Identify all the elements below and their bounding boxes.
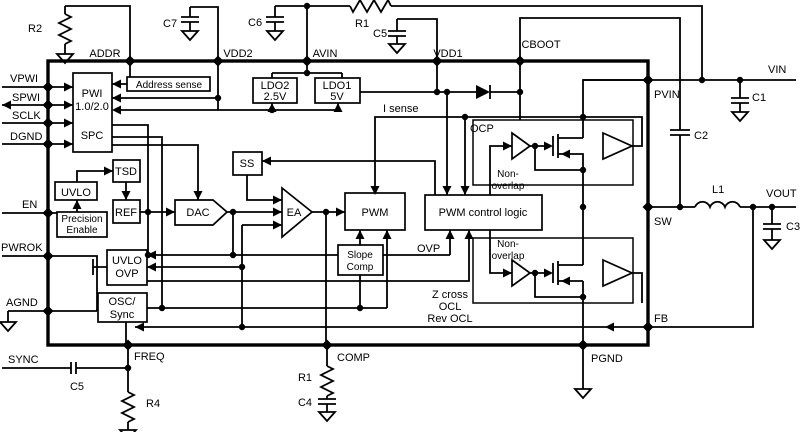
uvlo-ovp-label-1: UVLO	[112, 255, 142, 267]
uvlo-ovp-label-2: OVP	[115, 268, 138, 280]
address-sense-block	[126, 76, 211, 92]
ss-label: SS	[240, 158, 255, 170]
rail-vout-label: VOUT	[766, 188, 797, 200]
ldo1-voltage-label: 5V	[330, 91, 344, 103]
uvlo-label: UVLO	[61, 187, 91, 199]
c1-label: C1	[752, 92, 766, 104]
l1-label: L1	[712, 184, 724, 196]
pin-sclk-label: SCLK	[12, 110, 41, 122]
nonoverlap-hs-label-1: Non-	[497, 169, 519, 180]
pin-addr-label: ADDR	[89, 48, 120, 60]
pin-sw-label: SW	[654, 216, 672, 228]
highside-driver-box	[472, 119, 634, 186]
precision-enable-label-2: Enable	[66, 225, 98, 236]
rev-ocl-label: Rev OCL	[427, 313, 472, 325]
slope-comp-label-2: Comp	[347, 262, 374, 273]
ea-block	[281, 186, 314, 239]
pin-fb-label: FB	[654, 313, 668, 325]
ovp-label: OVP	[417, 243, 440, 255]
c2-label: C2	[694, 130, 708, 142]
pwm-block	[344, 192, 406, 231]
dac-label: DAC	[186, 207, 209, 219]
pwi-version-label: 1.0/2.0	[75, 101, 109, 113]
c5-top-label: C5	[373, 28, 387, 40]
ss-block	[232, 151, 263, 176]
c5-sync-label: C5	[70, 381, 84, 393]
capacitor-glyphs	[70, 16, 781, 405]
dac-block	[174, 199, 229, 226]
r4-label: R4	[146, 398, 160, 410]
inductor-glyph	[694, 200, 741, 210]
ground-symbols	[0, 27, 783, 432]
c3-label: C3	[786, 221, 800, 233]
diode-icon	[476, 85, 490, 99]
tsd-label: TSD	[115, 166, 137, 178]
ref-block	[112, 199, 141, 224]
pin-pgnd-label: PGND	[591, 353, 623, 365]
highside-senseamp-icon	[602, 131, 635, 161]
nonoverlap-hs-label-2: overlap	[492, 181, 525, 192]
spc-label: SPC	[81, 130, 104, 142]
r1-top-label: R1	[355, 18, 369, 30]
pin-freq-label: FREQ	[134, 351, 165, 363]
c7-label: C7	[163, 18, 177, 30]
nonoverlap-ls-label-2: overlap	[492, 251, 525, 262]
ref-label: REF	[115, 207, 137, 219]
r1-comp-label: R1	[298, 372, 312, 384]
osc-sync-block	[97, 292, 148, 323]
pin-avin-label: AVIN	[313, 48, 338, 60]
pwi-label: PWI	[82, 88, 103, 100]
highside-buffer-icon	[511, 131, 532, 161]
pin-comp-label: COMP	[337, 352, 370, 364]
lowside-senseamp-icon	[602, 258, 635, 288]
pin-en-label: EN	[22, 199, 37, 211]
slope-comp-label-1: Slope	[347, 250, 373, 261]
pin-pvin-label: PVIN	[654, 89, 680, 101]
lowside-driver-box	[472, 237, 634, 304]
ldo1-label: LDO1	[323, 80, 352, 92]
c6-label: C6	[248, 17, 262, 29]
lowside-buffer-icon	[511, 258, 532, 288]
pin-vdd2-label: VDD2	[223, 48, 252, 60]
osc-sync-label-1: OSC/	[109, 296, 137, 308]
pin-spwi-label: SPWI	[12, 92, 40, 104]
pwm-label: PWM	[362, 207, 389, 219]
ldo2-block	[252, 77, 298, 104]
pwm-control-logic-block	[424, 194, 543, 231]
precision-enable-block	[56, 211, 108, 238]
ldo2-label: LDO2	[261, 80, 290, 92]
resistor-glyphs	[56, 0, 392, 423]
i-sense-label: I sense	[383, 103, 418, 115]
slope-comp-block	[337, 244, 384, 276]
pwm-control-logic-label: PWM control logic	[439, 207, 528, 219]
pin-vpwi-label: VPWI	[10, 73, 38, 85]
r2-label: R2	[28, 23, 42, 35]
uvlo-ovp-block	[106, 249, 148, 286]
precision-enable-label-1: Precision	[61, 214, 102, 225]
ocp-label: OCP	[470, 123, 494, 135]
pin-dgnd-label: DGND	[10, 131, 42, 143]
c4-label: C4	[298, 397, 312, 409]
arrowheads	[2, 79, 614, 332]
ldo1-block	[314, 77, 361, 104]
ldo2-voltage-label: 2.5V	[264, 91, 287, 103]
osc-sync-label-2: Sync	[110, 309, 135, 321]
nonoverlap-ls-label-1: Non-	[497, 239, 519, 250]
pin-agnd-label: AGND	[6, 297, 38, 309]
pwi-block	[72, 72, 113, 153]
uvlo-block	[54, 181, 98, 201]
ocl-label: OCL	[439, 301, 462, 313]
pin-sync-label: SYNC	[8, 354, 39, 366]
pin-vdd1-label: VDD1	[433, 48, 462, 60]
pin-cboot-label: CBOOT	[521, 39, 560, 51]
ea-label: EA	[287, 207, 302, 219]
address-sense-label: Address sense	[136, 80, 203, 91]
zcross-label: Z cross	[432, 289, 469, 301]
pin-pwrok-label: PWROK	[1, 242, 43, 254]
rail-vin-label: VIN	[768, 64, 786, 76]
